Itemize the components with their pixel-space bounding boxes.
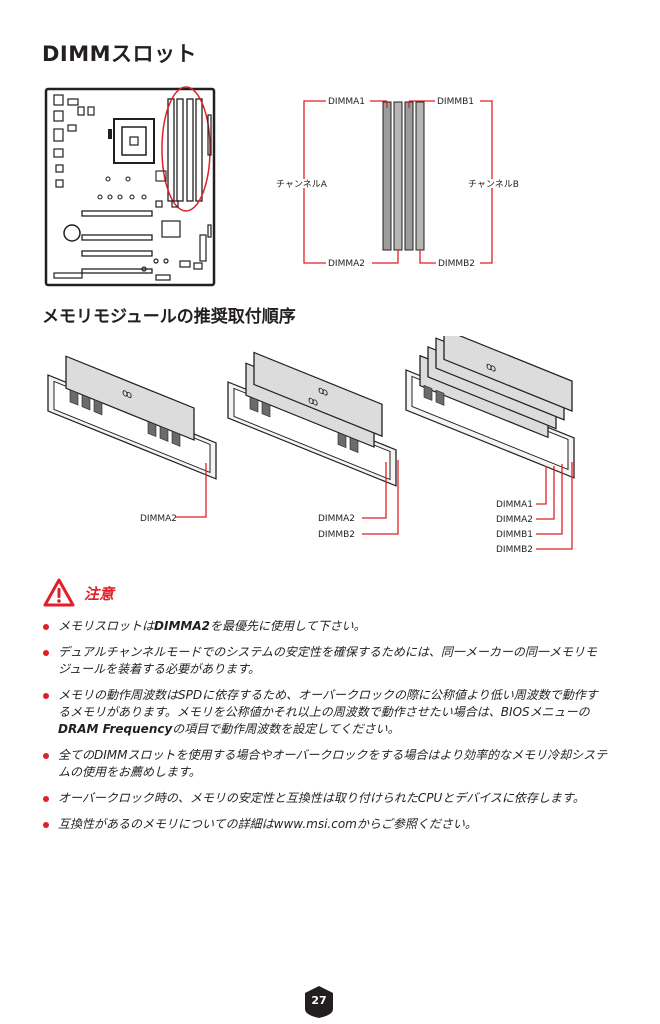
label-dimmb2: DIMMB2 (438, 259, 475, 269)
label-channel-a: チャンネルA (276, 179, 328, 190)
notice-item: 全てのDIMMスロットを使用する場合やオーバークロックをする場合はより効率的なメ… (42, 747, 608, 781)
notice-box: 注意 メモリスロットはDIMMA2を最優先に使用して下さい。 デュアルチャンネル… (42, 576, 608, 842)
install-four-modules: ꝏ DIMMA1 DIMMA2 DIMMB1 DIMMB2 (405, 336, 575, 555)
page-number-badge (305, 986, 333, 1018)
notice-item: デュアルチャンネルモードでのシステムの安定性を確保するためには、同一メーカーの同… (42, 644, 608, 678)
module-logo: ꝏ (486, 360, 497, 376)
dimm-slot-group (382, 101, 425, 251)
install-one-module: ꝏ DIMMA2 (47, 355, 217, 524)
battery (63, 224, 81, 242)
page-title: DIMMスロット (42, 42, 198, 66)
heatsink-dots (97, 170, 167, 200)
motherboard-outline (44, 87, 216, 287)
install-four-label-b1: DIMMB1 (496, 530, 533, 540)
install-one-label: DIMMA2 (140, 514, 177, 524)
notice-title: 注意 (84, 584, 115, 603)
memory-slots (167, 98, 203, 202)
module-logo: ꝏ (318, 384, 329, 400)
install-four-label-a2: DIMMA2 (496, 515, 533, 525)
pcie-slots (81, 210, 153, 274)
warning-triangle-icon (43, 578, 75, 607)
label-dimma1: DIMMA1 (328, 97, 365, 107)
install-two-label-a2: DIMMA2 (318, 514, 355, 524)
memory-slot-highlight (161, 86, 211, 212)
notice-list: メモリスロットはDIMMA2を最優先に使用して下さい。 デュアルチャンネルモード… (42, 618, 608, 833)
io-ports (53, 94, 79, 188)
module-logo: ꝏ (308, 394, 319, 410)
module-logo: ꝏ (122, 386, 133, 402)
section-heading: メモリモジュールの推奨取付順序 (42, 307, 296, 327)
notice-item: メモリの動作周波数はSPDに依存するため、オーバークロックの際に公称値より低い周… (42, 687, 608, 738)
slot-channel-diagram: DIMMA1 DIMMB1 DIMMA2 DIMMB2 チャンネルA チャンネル… (276, 97, 519, 269)
motherboard-diagram (44, 86, 216, 287)
install-two-label-b2: DIMMB2 (318, 530, 355, 540)
install-four-label-a1: DIMMA1 (496, 500, 533, 510)
label-dimma2: DIMMA2 (328, 259, 365, 269)
label-dimmb1: DIMMB1 (437, 97, 474, 107)
cpu-socket (108, 118, 155, 164)
install-two-modules: ꝏ ꝏ DIMMA2 DIMMB2 (227, 351, 399, 540)
notice-item: メモリスロットはDIMMA2を最優先に使用して下さい。 (42, 618, 608, 635)
install-four-label-b2: DIMMB2 (496, 545, 533, 555)
label-channel-b: チャンネルB (468, 179, 519, 190)
page-number: 27 (311, 994, 327, 1007)
notice-header: 注意 (42, 576, 608, 610)
notice-item: 互換性があるのメモリについての詳細はwww.msi.comからご参照ください。 (42, 816, 608, 833)
notice-item: オーバークロック時の、メモリの安定性と互換性は取り付けられたCPUとデバイスに依… (42, 790, 608, 807)
